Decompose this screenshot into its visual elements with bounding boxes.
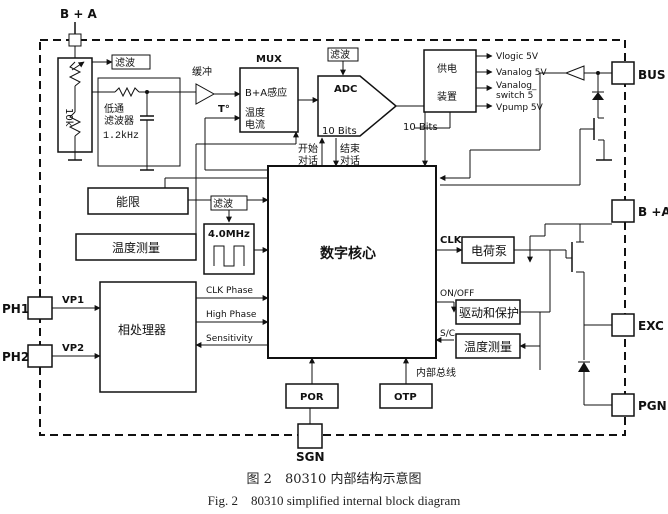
label-mux: MUX: [256, 54, 282, 65]
label-high-phase: High Phase: [206, 310, 257, 320]
label-ba-sense: B+A感应: [245, 86, 287, 99]
label-t-deg: T°: [218, 104, 230, 115]
phase-processor-block: [99, 281, 197, 393]
pin-sgn: [297, 423, 323, 449]
clock-wave-icon: [213, 245, 245, 267]
label-charge-pump: 电荷泵: [471, 244, 507, 258]
label-ph1: PH1: [2, 302, 29, 316]
label-filter-3: 滤波: [213, 197, 233, 210]
label-sensitivity: Sensitivity: [206, 334, 254, 344]
label-start-2: 对话: [298, 154, 318, 167]
label-drive: 驱动和保护: [459, 306, 519, 320]
label-filter-1: 滤波: [115, 56, 135, 69]
pin-ph1: [27, 296, 53, 320]
label-current-limit: 能限: [116, 195, 140, 209]
label-ph2: PH2: [2, 350, 29, 364]
mux-block: [239, 67, 299, 133]
temp-measure-right-block: [455, 333, 521, 359]
label-b-plus-a-top: B + A: [60, 7, 98, 21]
label-end-2: 对话: [340, 154, 360, 167]
label-power-2: 装置: [437, 90, 457, 103]
label-temp-left: 温度测量: [112, 240, 160, 255]
label-clk: CLK: [440, 235, 463, 246]
caption-cn: 图 2 80310 内部结构示意图: [246, 472, 422, 487]
charge-pump-block: [461, 236, 515, 264]
label-lowpass-2: 滤波器: [104, 114, 134, 127]
label-vp2: VP2: [62, 343, 84, 354]
bus-buffer-icon: [564, 65, 585, 81]
label-b-plus-a-right: B +A: [638, 205, 668, 219]
current-limit-block: [87, 187, 189, 215]
label-buffer: 缓冲: [192, 65, 212, 78]
resistor-bottom-icon: [68, 111, 82, 137]
label-exc: EXC: [638, 319, 664, 333]
lowpass-block: [97, 77, 181, 167]
label-sc: S/C: [440, 329, 455, 339]
resistor-top-icon: [68, 61, 82, 87]
label-temp-mux-2: 电流: [245, 118, 265, 131]
temp-measure-left-block: [75, 233, 197, 261]
drive-protect-block: [455, 299, 521, 325]
pin-b-plus-a-right: [611, 199, 635, 223]
label-clk-phase: CLK Phase: [206, 286, 253, 296]
otp-block: [379, 383, 433, 409]
label-power-1: 供电: [437, 62, 457, 75]
label-adc-bits: 10 Bits: [322, 126, 357, 137]
label-lowpass-1: 低通: [104, 102, 124, 115]
label-vanalog-sw-2: switch 5: [496, 91, 533, 101]
buffer-icon: [195, 83, 216, 105]
label-r10: 10k: [63, 108, 74, 127]
label-internal-bus: 内部总线: [416, 366, 456, 379]
label-lowpass-freq: 1.2kHz: [103, 130, 139, 142]
adc-block: [317, 75, 398, 137]
label-end-1: 结束: [340, 142, 360, 155]
por-block: [285, 383, 339, 409]
label-otp: OTP: [394, 392, 417, 403]
power-supply-block: [423, 49, 477, 113]
label-vanalog: Vanalog 5V: [496, 68, 547, 78]
label-sgn: SGN: [296, 450, 325, 464]
caption-en: Fig. 2 80310 simplified internal block d…: [207, 493, 461, 508]
pin-pgn: [611, 393, 635, 417]
label-osc: 4.0MHz: [208, 229, 250, 240]
pin-ph2: [27, 344, 53, 368]
label-pgn: PGN: [638, 399, 667, 413]
label-adc: ADC: [334, 84, 357, 95]
label-temp-mux-1: 温度: [245, 106, 265, 119]
label-start-1: 开始: [298, 142, 318, 155]
b-plus-a-pin: [68, 33, 82, 47]
digital-core-block: [267, 165, 437, 359]
label-vlogic: Vlogic 5V: [496, 52, 539, 62]
label-filter-2: 滤波: [330, 48, 350, 61]
label-bus: BUS: [638, 68, 666, 82]
chip-boundary: [39, 39, 626, 436]
exc-diode-icon: [578, 362, 590, 372]
label-onoff: ON/OFF: [440, 289, 474, 299]
pin-bus: [611, 61, 635, 85]
label-vpump: Vpump 5V: [496, 103, 544, 113]
pin-exc: [611, 313, 635, 337]
label-por: POR: [300, 392, 324, 403]
label-temp-right: 温度测量: [464, 339, 512, 354]
label-core: 数字核心: [320, 245, 376, 262]
label-phase-proc: 相处理器: [118, 323, 166, 337]
lowpass-resistor-icon: [114, 86, 140, 98]
bus-diode-icon: [592, 92, 604, 100]
label-vp1: VP1: [62, 295, 84, 306]
label-vanalog-sw-1: Vanalog_: [496, 81, 537, 91]
